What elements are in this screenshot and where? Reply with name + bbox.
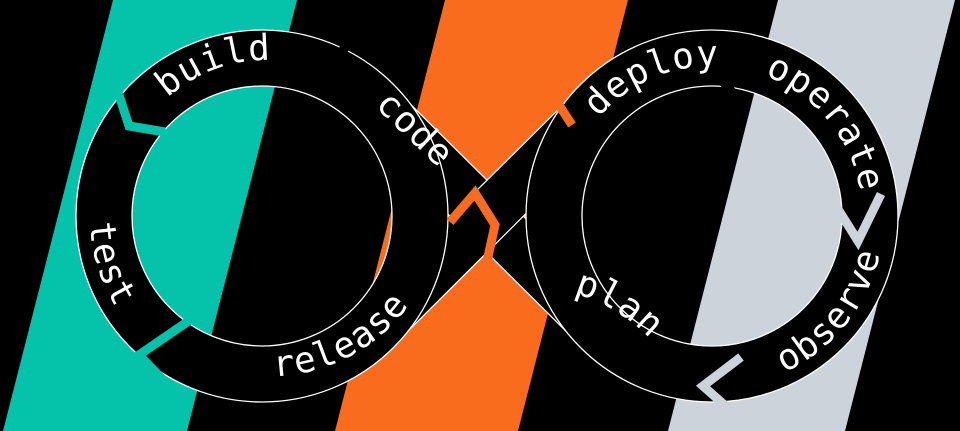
- infinity-band: [75, 29, 899, 403]
- right-loop-ring: [525, 29, 899, 403]
- gray-stripe: [668, 0, 955, 431]
- teal-stripe: [3, 0, 297, 431]
- left-loop-ring: [75, 29, 449, 403]
